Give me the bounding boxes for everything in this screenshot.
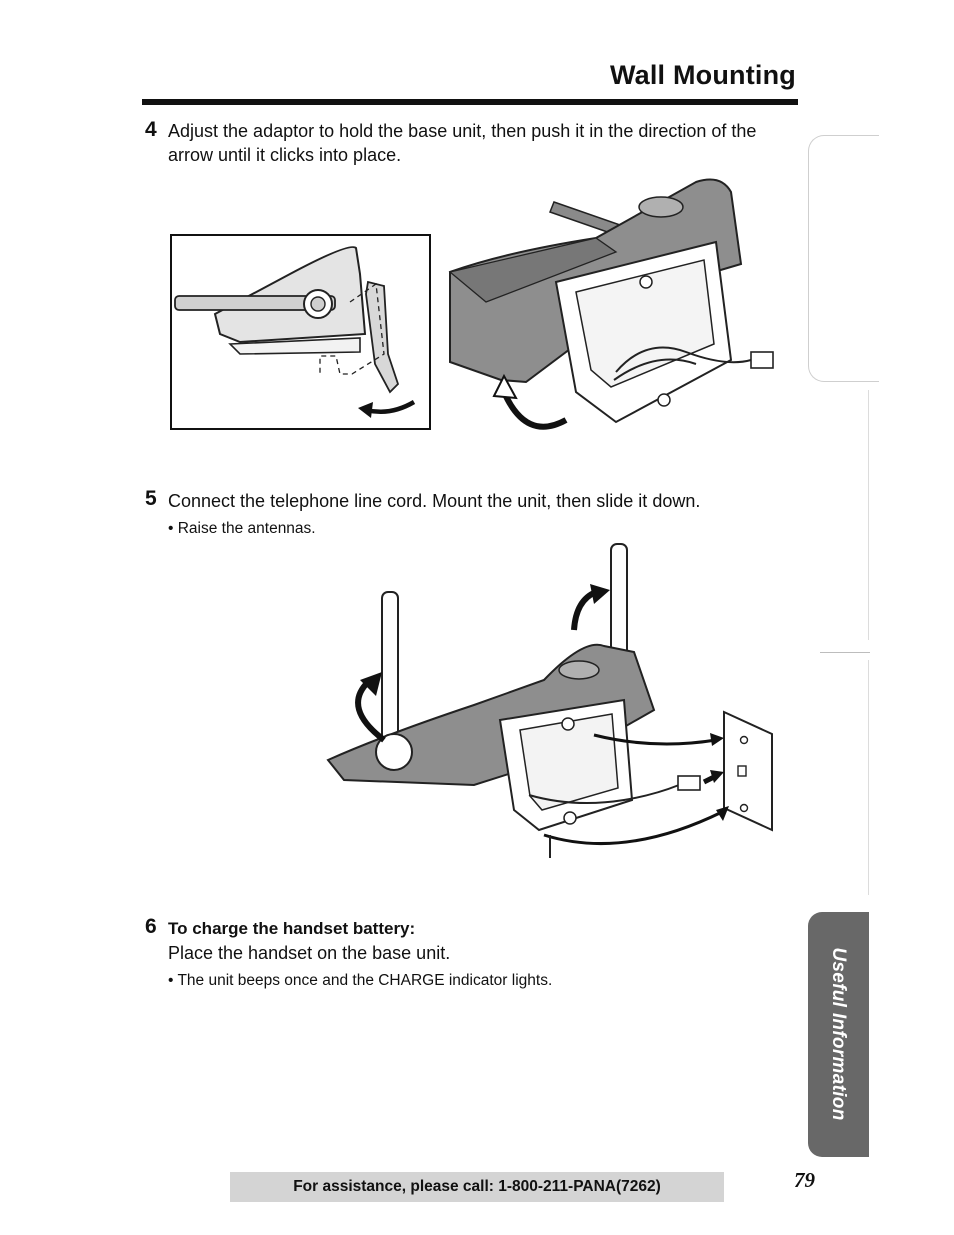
- side-tab-label: Useful Information: [828, 947, 849, 1121]
- wall-mount-illustration: [326, 543, 773, 858]
- step-6-number: 6: [145, 915, 157, 938]
- side-tab-blank: [808, 135, 879, 382]
- step-4-text: Adjust the adaptor to hold the base unit…: [168, 121, 757, 165]
- adaptor-perspective-illustration: [448, 178, 774, 430]
- assistance-bar: For assistance, please call: 1-800-211-P…: [230, 1172, 724, 1202]
- step-6-text: Place the handset on the base unit.: [168, 943, 451, 963]
- step-6-bullet: • The unit beeps once and the CHARGE ind…: [168, 972, 553, 989]
- step-4-number: 4: [145, 118, 157, 141]
- assistance-text: For assistance, please call: 1-800-211-P…: [293, 1178, 661, 1195]
- page-number: 79: [794, 1168, 815, 1192]
- step-5-bullet: • Raise the antennas.: [168, 520, 316, 537]
- step-5-number: 5: [145, 487, 157, 510]
- side-divider: [820, 652, 870, 653]
- step-6-heading: To charge the handset battery:: [168, 919, 416, 938]
- title-rule: [142, 99, 798, 105]
- adaptor-side-view-illustration: [170, 234, 431, 430]
- page-title: Wall Mounting: [609, 60, 796, 90]
- side-tab-useful-information: [808, 912, 869, 1157]
- side-divider: [868, 390, 869, 640]
- step-5-text: Connect the telephone line cord. Mount t…: [168, 491, 701, 511]
- side-divider: [868, 660, 869, 895]
